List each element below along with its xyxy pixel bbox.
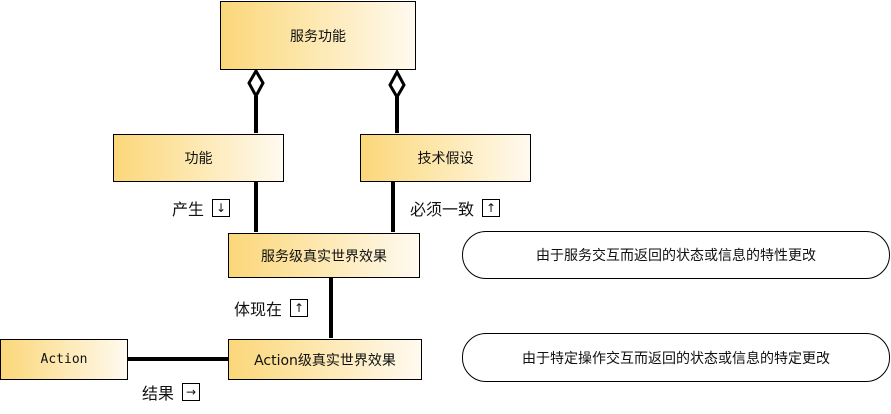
node-service-level-effect-label: 服务级真实世界效果 [261, 248, 387, 265]
relation-manifests-in: 体现在 ↑ [234, 296, 309, 320]
up-arrow-icon: ↑ [482, 199, 501, 217]
relation-result-label: 结果 [142, 384, 175, 403]
up-arrow-icon: ↑ [290, 299, 309, 317]
note-action-change: 由于特定操作交互而返回的状态或信息的特定更改 [462, 333, 890, 382]
relation-must-match-label: 必须一致 [410, 200, 475, 219]
relation-must-match: 必须一致 ↑ [410, 196, 501, 220]
aggregation-diamond-left [247, 68, 265, 100]
relation-produces: 产生 ↓ [172, 196, 231, 220]
node-action-label: Action [40, 352, 88, 367]
relation-manifests-in-label: 体现在 [234, 300, 283, 319]
aggregation-diamond-right [388, 68, 406, 100]
down-arrow-icon: ↓ [212, 199, 231, 217]
node-technical-assumption-label: 技术假设 [417, 151, 474, 167]
note-action-change-text: 由于特定操作交互而返回的状态或信息的特定更改 [522, 350, 830, 367]
node-action-level-effect: Action级真实世界效果 [228, 339, 422, 380]
node-function: 功能 [113, 134, 284, 182]
relation-produces-label: 产生 [172, 200, 205, 219]
node-action: Action [0, 339, 128, 380]
node-service-level-effect: 服务级真实世界效果 [228, 233, 420, 278]
node-action-level-effect-label: Action级真实世界效果 [254, 352, 396, 369]
note-service-change: 由于服务交互而返回的状态或信息的特性更改 [462, 231, 890, 279]
node-technical-assumption: 技术假设 [360, 134, 531, 182]
node-service-function-label: 服务功能 [290, 28, 346, 45]
note-service-change-text: 由于服务交互而返回的状态或信息的特性更改 [536, 248, 816, 264]
relation-result: 结果 → [142, 380, 201, 404]
right-arrow-icon: → [182, 383, 201, 401]
node-function-label: 功能 [184, 151, 213, 167]
node-service-function: 服务功能 [220, 1, 416, 70]
